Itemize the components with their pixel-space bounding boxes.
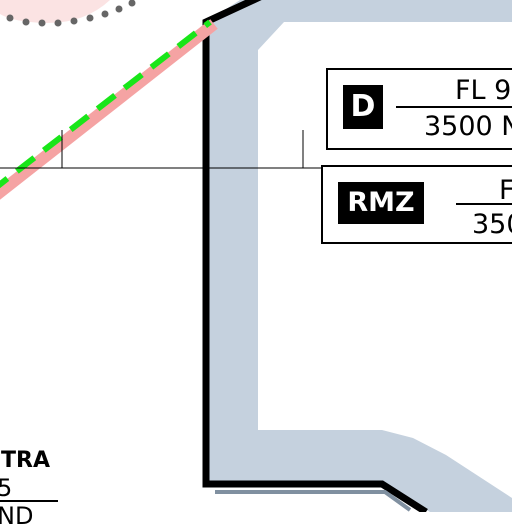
upper-limit: F — [499, 175, 512, 206]
tra-upper-limit: 5 — [0, 474, 13, 502]
limit-divider — [456, 203, 512, 205]
tra-limit-divider — [0, 500, 58, 502]
upper-limit: FL 9 — [455, 75, 512, 106]
rmz-badge: RMZ — [338, 182, 424, 224]
limit-divider — [396, 106, 512, 108]
route-dashed-line — [0, 19, 212, 189]
airspace-rmz-label[interactable]: RMZ F 350 — [321, 165, 512, 244]
lower-limit: 3500 N — [424, 111, 512, 142]
airspace-edge-line — [215, 490, 412, 512]
restricted-area-fill — [0, 0, 110, 24]
route-band — [0, 19, 218, 200]
tra-lower-limit: ND — [0, 502, 34, 530]
airspace-d-label[interactable]: D FL 9 3500 N — [326, 68, 512, 150]
lower-limit: 350 — [472, 209, 512, 240]
tra-name: TRA — [1, 448, 50, 473]
airspace-boundary-line — [202, 0, 428, 512]
dotted-boundary — [6, 0, 136, 27]
airspace-class-badge: D — [343, 85, 383, 129]
